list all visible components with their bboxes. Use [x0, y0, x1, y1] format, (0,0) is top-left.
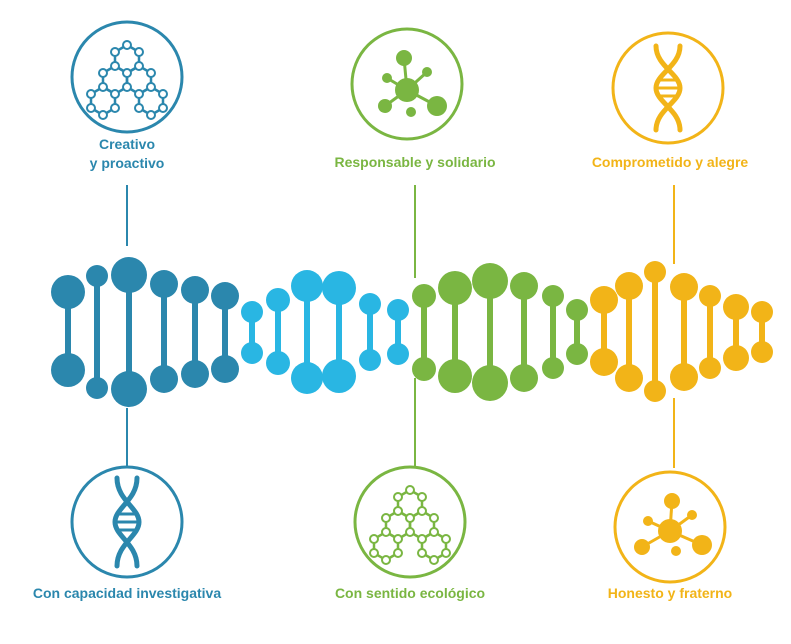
dna-node — [590, 286, 618, 314]
dna-node — [590, 348, 618, 376]
dna-node — [615, 364, 643, 392]
label-creativo-line1: Creativo — [98, 136, 156, 152]
dna-base-pair — [723, 294, 749, 371]
atom-molecule-icon — [613, 470, 727, 584]
dna-node — [699, 285, 721, 307]
dna-node — [412, 284, 436, 308]
dna-node — [111, 371, 147, 407]
dna-strand — [51, 257, 773, 407]
dna-base-pair — [111, 257, 147, 407]
dna-node — [566, 299, 588, 321]
hexagon-molecule-icon — [353, 465, 467, 579]
dna-node — [211, 282, 239, 310]
dna-node — [510, 272, 538, 300]
dna-node — [751, 301, 773, 323]
dna-base-pair — [359, 293, 381, 371]
dna-node — [723, 345, 749, 371]
dna-helix-icon — [611, 31, 725, 145]
dna-node — [86, 377, 108, 399]
dna-base-pair — [211, 282, 239, 383]
dna-node — [111, 257, 147, 293]
dna-base-pair — [86, 265, 108, 399]
dna-node — [723, 294, 749, 320]
dna-node — [291, 362, 323, 394]
label-responsable: Responsable y solidario — [334, 154, 496, 170]
dna-node — [150, 270, 178, 298]
dna-node — [542, 357, 564, 379]
label-creativo: Creativo y proactivo — [67, 135, 187, 173]
dna-base-pair — [412, 284, 436, 381]
dna-node — [510, 364, 538, 392]
dna-base-pair — [241, 301, 263, 364]
dna-node — [266, 351, 290, 375]
dna-node — [472, 263, 508, 299]
dna-node — [542, 285, 564, 307]
label-honesto: Honesto y fraterno — [607, 585, 733, 601]
dna-base-pair — [387, 299, 409, 365]
dna-node — [359, 349, 381, 371]
dna-base-pair — [699, 285, 721, 379]
dna-base-pair — [590, 286, 618, 376]
dna-helix-icon — [70, 465, 184, 579]
dna-node — [211, 355, 239, 383]
dna-base-pair — [670, 273, 698, 391]
dna-base-pair — [751, 301, 773, 363]
dna-node — [751, 341, 773, 363]
label-capacidad: Con capacidad investigativa — [32, 585, 222, 601]
dna-node — [699, 357, 721, 379]
label-comprometido: Comprometido y alegre — [591, 154, 749, 170]
dna-node — [322, 271, 356, 305]
dna-base-pair — [181, 276, 209, 388]
dna-node — [241, 342, 263, 364]
dna-node — [291, 270, 323, 302]
dna-node — [150, 365, 178, 393]
dna-base-pair — [542, 285, 564, 379]
hexagon-molecule-icon — [70, 20, 184, 134]
dna-node — [387, 299, 409, 321]
dna-base-pair — [291, 270, 323, 394]
dna-base-pair — [472, 263, 508, 401]
dna-node — [644, 380, 666, 402]
dna-node — [266, 288, 290, 312]
dna-node — [438, 359, 472, 393]
dna-node — [51, 275, 85, 309]
dna-node — [438, 271, 472, 305]
atom-molecule-icon — [350, 27, 464, 141]
dna-node — [181, 360, 209, 388]
dna-node — [670, 363, 698, 391]
dna-base-pair — [644, 261, 666, 402]
dna-node — [86, 265, 108, 287]
connector-lines — [126, 185, 675, 468]
dna-base-pair — [150, 270, 178, 393]
dna-node — [359, 293, 381, 315]
dna-node — [412, 357, 436, 381]
label-creativo-line2: y proactivo — [89, 155, 165, 171]
dna-base-pair — [615, 272, 643, 392]
dna-base-pair — [510, 272, 538, 392]
dna-base-pair — [322, 271, 356, 393]
dna-base-pair — [438, 271, 472, 393]
dna-node — [181, 276, 209, 304]
dna-node — [644, 261, 666, 283]
dna-node — [322, 359, 356, 393]
dna-node — [241, 301, 263, 323]
label-ecologico: Con sentido ecológico — [334, 585, 486, 601]
dna-base-pair — [51, 275, 85, 387]
dna-base-pair — [266, 288, 290, 375]
dna-node — [566, 343, 588, 365]
dna-node — [670, 273, 698, 301]
dna-node — [51, 353, 85, 387]
dna-node — [387, 343, 409, 365]
dna-node — [615, 272, 643, 300]
dna-node — [472, 365, 508, 401]
dna-base-pair — [566, 299, 588, 365]
